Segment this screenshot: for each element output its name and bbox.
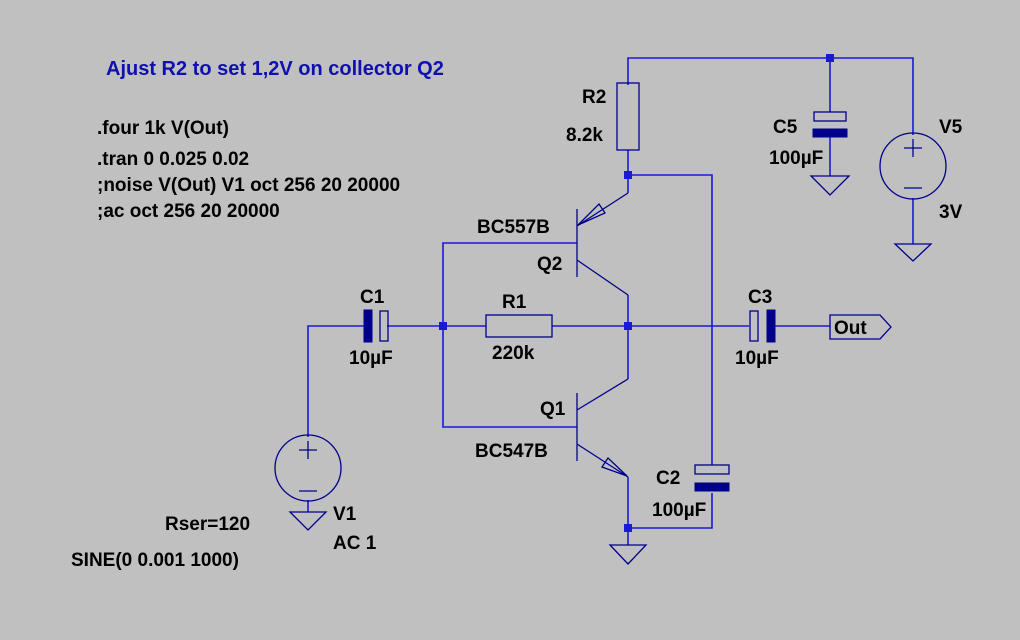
spice-directive-four[interactable]: .four 1k V(Out) bbox=[97, 118, 229, 139]
r1-value[interactable]: 220k bbox=[492, 343, 535, 364]
schematic-comment[interactable]: Ajust R2 to set 1,2V on collector Q2 bbox=[106, 58, 444, 80]
q2-name[interactable]: Q2 bbox=[537, 254, 562, 275]
junctions bbox=[439, 54, 834, 532]
junction-output bbox=[624, 322, 632, 330]
q1-model[interactable]: BC547B bbox=[475, 441, 548, 462]
spice-directive-tran[interactable]: .tran 0 0.025 0.02 bbox=[97, 149, 249, 170]
capacitor-c5[interactable] bbox=[812, 111, 848, 138]
net-label-flag bbox=[829, 314, 892, 340]
r2-name[interactable]: R2 bbox=[582, 87, 606, 108]
voltage-source-v5[interactable] bbox=[879, 132, 947, 200]
wire-v1-to-c1[interactable] bbox=[307, 325, 364, 437]
c3-plate-solid bbox=[766, 309, 776, 343]
v5-circle bbox=[879, 132, 947, 200]
junction-q2-emitter bbox=[624, 171, 632, 179]
q1-collector-lead bbox=[576, 378, 629, 411]
c1-plate-hollow bbox=[379, 310, 389, 342]
c5-value[interactable]: 100µF bbox=[769, 148, 823, 169]
voltage-source-v1[interactable] bbox=[274, 434, 342, 502]
c3-name[interactable]: C3 bbox=[748, 287, 772, 308]
wire-q2e-to-c2[interactable] bbox=[628, 174, 713, 465]
q2-emitter-arrow bbox=[577, 202, 606, 226]
v1-rser[interactable]: Rser=120 bbox=[165, 514, 250, 535]
ground-icon bbox=[608, 544, 648, 565]
junction-ground bbox=[624, 524, 632, 532]
c1-plate-solid bbox=[363, 309, 373, 343]
c2-plate-solid bbox=[694, 482, 730, 492]
wires bbox=[307, 57, 914, 545]
c2-name[interactable]: C2 bbox=[656, 468, 680, 489]
wire-gnd-to-c2[interactable] bbox=[628, 493, 713, 529]
resistor-r1[interactable] bbox=[485, 314, 553, 338]
c5-plate-solid bbox=[812, 128, 848, 138]
junction-input bbox=[439, 322, 447, 330]
wire-q2-base[interactable] bbox=[442, 242, 577, 428]
junction-vcc bbox=[826, 54, 834, 62]
c2-value[interactable]: 100µF bbox=[652, 500, 706, 521]
c5-name[interactable]: C5 bbox=[773, 117, 798, 138]
q1-name[interactable]: Q1 bbox=[540, 399, 566, 420]
v1-name[interactable]: V1 bbox=[333, 504, 357, 525]
v5-value[interactable]: 3V bbox=[939, 202, 963, 223]
net-label-out[interactable]: Out bbox=[829, 314, 892, 340]
spice-directive-ac[interactable]: ;ac oct 256 20 20000 bbox=[97, 201, 280, 222]
resistor-r2[interactable] bbox=[616, 82, 640, 151]
q1-emitter-lead bbox=[576, 443, 629, 478]
ground-icon bbox=[288, 511, 328, 531]
c2-plate-hollow bbox=[694, 464, 730, 475]
q2-model[interactable]: BC557B bbox=[477, 217, 550, 238]
transistor-q2[interactable] bbox=[576, 192, 629, 296]
q1-emitter-arrow bbox=[600, 456, 628, 477]
ground-icon bbox=[893, 243, 933, 262]
capacitor-c2[interactable] bbox=[694, 464, 730, 492]
transistor-q1[interactable] bbox=[576, 378, 629, 478]
v5-name[interactable]: V5 bbox=[939, 117, 963, 138]
capacitor-c3[interactable] bbox=[749, 309, 776, 343]
r2-value[interactable]: 8.2k bbox=[566, 125, 603, 146]
r1-body bbox=[485, 314, 553, 338]
net-label-out-text: Out bbox=[834, 318, 867, 339]
c1-name[interactable]: C1 bbox=[360, 287, 385, 308]
ground-icon bbox=[809, 175, 851, 196]
c3-plate-hollow bbox=[749, 310, 759, 342]
spice-directive-noise[interactable]: ;noise V(Out) V1 oct 256 20 20000 bbox=[97, 175, 400, 196]
r1-name[interactable]: R1 bbox=[502, 292, 527, 313]
wire-vcc-rail[interactable] bbox=[627, 57, 914, 135]
v1-value[interactable]: AC 1 bbox=[333, 533, 377, 554]
c3-value[interactable]: 10µF bbox=[735, 348, 779, 369]
c5-plate-hollow bbox=[813, 111, 847, 122]
v1-source[interactable]: SINE(0 0.001 1000) bbox=[71, 550, 239, 571]
q2-collector-lead bbox=[576, 259, 629, 296]
capacitor-c1[interactable] bbox=[363, 309, 389, 343]
c1-value[interactable]: 10µF bbox=[349, 348, 393, 369]
v1-circle bbox=[274, 434, 342, 502]
grounds bbox=[288, 175, 933, 565]
r2-body bbox=[616, 82, 640, 151]
